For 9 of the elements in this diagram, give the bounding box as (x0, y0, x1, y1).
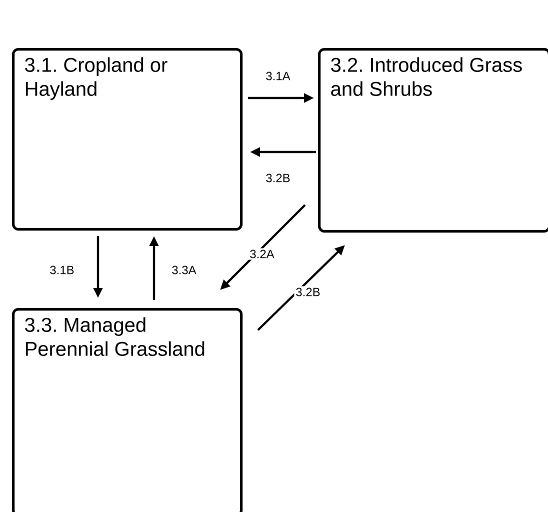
edge-label: 3.2B (294, 286, 322, 298)
state-box: 3.3. Managed Perennial Grassland (12, 308, 243, 512)
edge-label: 3.1A (266, 72, 290, 80)
state-box: 3.2. Introduced Grass and Shrubs (318, 48, 548, 233)
state-box: 3.1. Cropland or Hayland (12, 48, 243, 231)
edge-label: 3.1B (50, 266, 74, 274)
edge-label: 3.2A (248, 248, 276, 260)
edge-label: 3.3A (172, 266, 196, 274)
edge-label: 3.2B (266, 174, 290, 182)
